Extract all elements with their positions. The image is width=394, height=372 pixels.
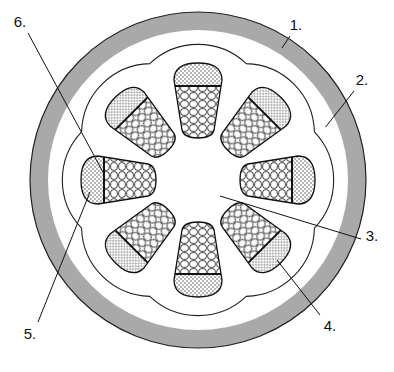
leader-line xyxy=(277,260,320,315)
leader-line xyxy=(28,33,104,174)
leader-line xyxy=(326,91,355,127)
leader-line xyxy=(38,192,90,322)
vascular-bundle xyxy=(168,218,228,300)
callout-number: 6. xyxy=(14,14,27,30)
callout-number: 2. xyxy=(356,72,369,88)
leader-line xyxy=(220,196,361,239)
callout-number: 1. xyxy=(290,17,303,33)
callout-number: 3. xyxy=(366,228,379,244)
callout-number: 5. xyxy=(24,326,37,342)
vascular-bundle xyxy=(92,74,192,174)
callout-number: 4. xyxy=(324,318,337,334)
vascular-bundle xyxy=(168,60,228,142)
endodermis-line xyxy=(62,44,333,315)
vascular-bundle xyxy=(236,150,318,210)
stem-outline xyxy=(30,12,366,348)
vascular-bundle xyxy=(78,150,160,210)
outer-ring xyxy=(39,21,357,339)
leader-line xyxy=(282,36,290,48)
